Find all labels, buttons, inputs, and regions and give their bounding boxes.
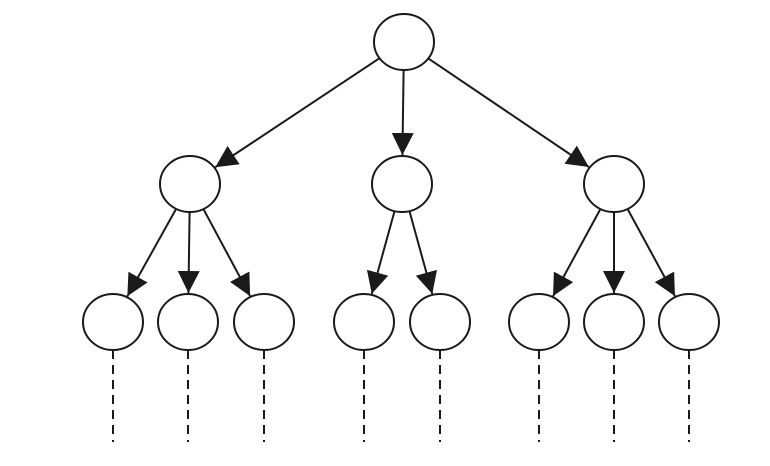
continuation-lines — [112, 350, 690, 442]
edge-n1-n1b — [177, 211, 200, 294]
tree-node-n2b — [409, 293, 471, 351]
edge-n2-n2a — [366, 210, 396, 295]
tree-node-n1b — [157, 293, 219, 351]
tree-node-n1a — [82, 293, 144, 351]
tree-node-n3a — [508, 293, 570, 351]
edge-n0-n3 — [427, 57, 590, 168]
tree-node-n2 — [371, 155, 433, 213]
edges — [126, 57, 676, 297]
edge-n1-n1c — [202, 208, 251, 297]
tree-node-n1 — [159, 155, 221, 213]
edge-n0-n1 — [214, 57, 381, 169]
nodes — [82, 13, 720, 351]
edge-n3-n3a — [552, 208, 602, 297]
edge-n3-n3c — [626, 208, 676, 297]
edge-n0-n2 — [391, 69, 414, 156]
tree-node-n3 — [583, 155, 645, 213]
edge-n1-n1a — [126, 208, 178, 297]
edge-n2-n2b — [408, 210, 438, 295]
tree-node-n2a — [333, 293, 395, 351]
tree-node-n0 — [373, 13, 435, 71]
tree-node-n3c — [658, 293, 720, 351]
tree-node-n3b — [583, 293, 645, 351]
tree-node-n1c — [233, 293, 295, 351]
